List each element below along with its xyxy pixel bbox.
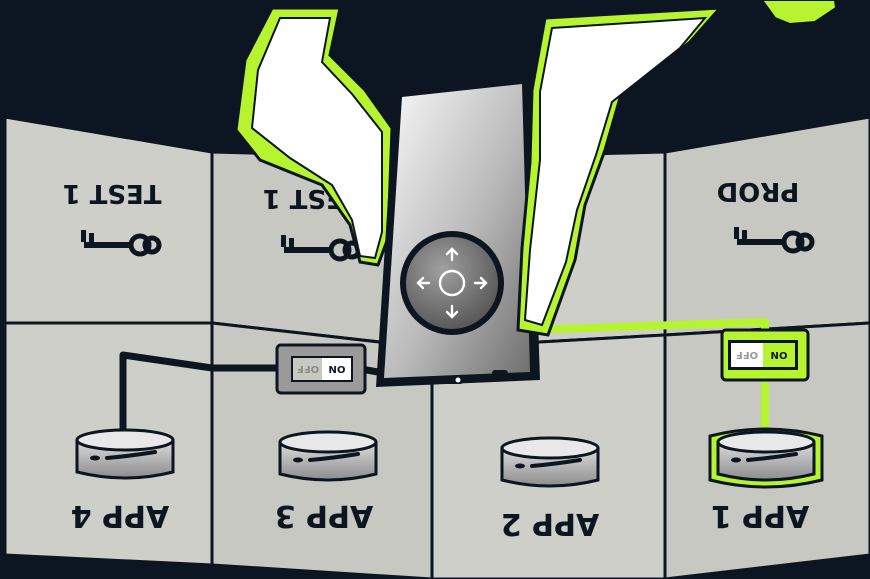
switch-on-label: ON bbox=[329, 363, 346, 374]
switch-off-label: OFF bbox=[736, 349, 758, 360]
env-label-text: PROD bbox=[717, 176, 800, 206]
switch-on-label: ON bbox=[771, 349, 788, 360]
switch-off-label: OFF bbox=[297, 363, 319, 374]
disk-drive-icon bbox=[280, 432, 376, 480]
panel-upper-1 bbox=[5, 117, 212, 323]
switch-app1[interactable]: OFF ON bbox=[722, 330, 808, 380]
device-port bbox=[432, 376, 464, 384]
phone-device[interactable] bbox=[376, 74, 540, 387]
disk-drive-icon bbox=[77, 430, 173, 478]
app-label-4: APP 4 bbox=[71, 498, 170, 533]
env-label-text: TEST 1 bbox=[62, 178, 161, 208]
device-slot bbox=[492, 370, 508, 378]
app-label-3: APP 3 bbox=[275, 498, 374, 533]
panel-upper-4 bbox=[665, 117, 870, 335]
app-label-1: APP 1 bbox=[711, 498, 810, 533]
disk-drive-icon bbox=[502, 438, 598, 486]
app-label-2: APP 2 bbox=[501, 506, 600, 541]
switch-app3[interactable]: OFF ON bbox=[277, 345, 365, 393]
disk-drive-icon bbox=[710, 429, 822, 487]
